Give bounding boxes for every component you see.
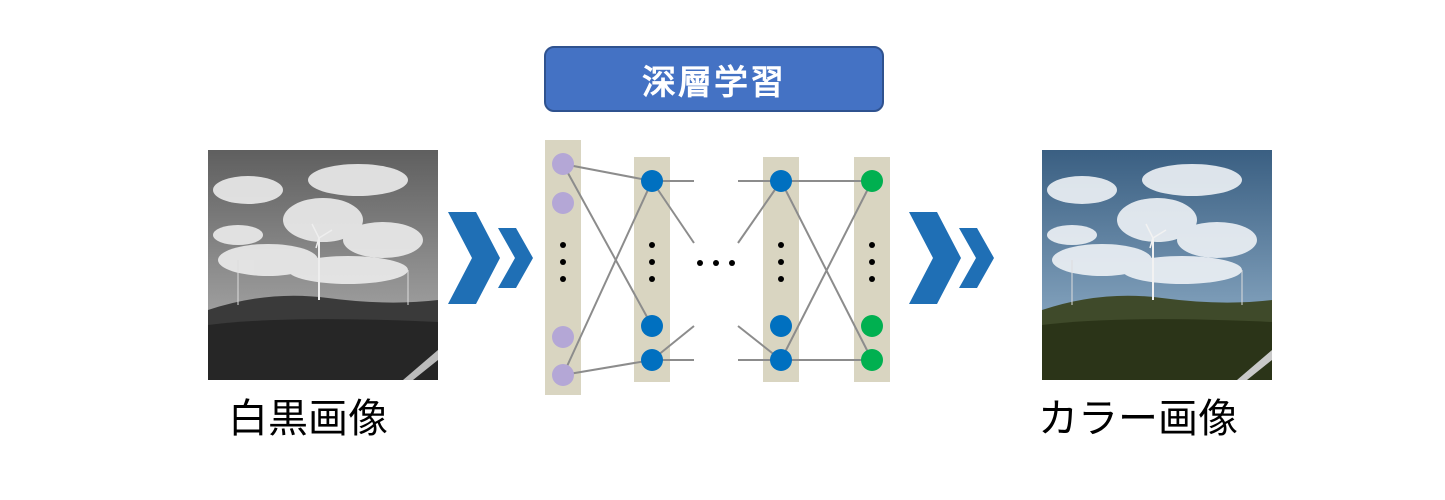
input-arrow-large	[448, 212, 500, 304]
hidden-layer-1-column	[634, 157, 670, 382]
output-arrow-small	[959, 228, 994, 288]
grayscale-image	[208, 150, 438, 380]
input-node	[552, 364, 574, 386]
edge	[562, 359, 653, 376]
hidden-node	[770, 349, 792, 371]
hidden-node	[770, 170, 792, 192]
hidden-node	[641, 349, 663, 371]
input-node	[552, 153, 574, 175]
output-node	[861, 315, 883, 337]
vertical-ellipsis	[778, 242, 784, 282]
edge	[651, 180, 695, 244]
output-node	[861, 170, 883, 192]
input-node	[552, 326, 574, 348]
vertical-ellipsis	[869, 242, 875, 282]
edge	[562, 163, 653, 327]
input-layer-column	[545, 140, 581, 395]
hidden-layer-2-column	[763, 157, 799, 382]
vertical-ellipsis	[560, 242, 566, 282]
edge	[562, 163, 653, 182]
output-node	[861, 349, 883, 371]
horizontal-ellipsis	[697, 260, 735, 266]
deep-learning-title: 深層学習	[544, 46, 884, 112]
output-arrow-large	[909, 212, 961, 304]
output-layer-column	[854, 157, 890, 382]
hidden-node	[770, 315, 792, 337]
hidden-node	[641, 170, 663, 192]
input-arrow-small	[498, 228, 533, 288]
input-node	[552, 192, 574, 214]
color-caption: カラー画像	[1038, 396, 1238, 442]
edge	[562, 180, 653, 376]
title-label: 深層学習	[642, 62, 786, 103]
color-image	[1042, 150, 1272, 380]
edge	[737, 180, 782, 244]
vertical-ellipsis	[649, 242, 655, 282]
grayscale-caption: 白黒画像	[228, 396, 388, 442]
hidden-node	[641, 315, 663, 337]
edge	[780, 180, 873, 361]
